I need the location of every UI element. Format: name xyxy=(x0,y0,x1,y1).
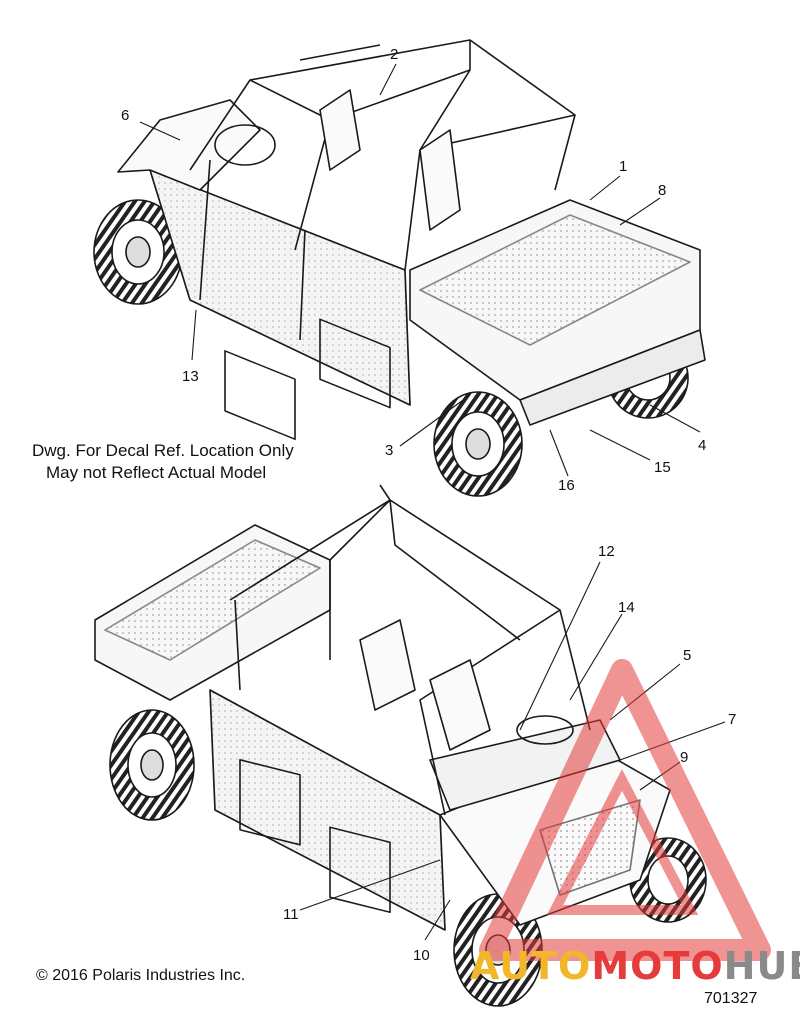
callout-10: 10 xyxy=(413,947,430,964)
leader-7 xyxy=(619,721,726,761)
leader-8 xyxy=(619,197,661,226)
leader-6 xyxy=(139,121,181,141)
leader-11 xyxy=(299,859,441,911)
reference-note: Dwg. For Decal Ref. Location Only May no… xyxy=(32,440,294,484)
callout-4: 4 xyxy=(698,437,707,454)
leader-12 xyxy=(519,561,601,731)
callout-14: 14 xyxy=(618,599,635,616)
copyright-text: © 2016 Polaris Industries Inc. xyxy=(36,967,246,984)
callout-9: 9 xyxy=(680,749,689,766)
leader-14 xyxy=(569,613,623,701)
callout-11: 11 xyxy=(283,906,299,923)
leader-2 xyxy=(379,63,397,96)
callout-3: 3 xyxy=(385,442,394,459)
callout-6: 6 xyxy=(121,107,130,124)
bottom-vehicle xyxy=(94,484,707,1007)
watermark-hub: HUB xyxy=(723,944,800,988)
watermark-logo-triangle xyxy=(479,659,771,961)
leader-4 xyxy=(649,404,701,433)
callout-12: 12 xyxy=(598,543,615,560)
callout-13: 13 xyxy=(182,368,199,385)
watermark-logo-text: AUTOMOTOHUB xyxy=(470,944,800,988)
top-rear-left-wheel xyxy=(433,391,523,497)
leader-10 xyxy=(424,899,451,941)
callout-8: 8 xyxy=(658,182,667,199)
leader-1 xyxy=(589,175,621,201)
watermark-auto: AUTO xyxy=(470,944,592,988)
watermark-moto: MOTO xyxy=(591,944,724,988)
drawing-number: 701327 xyxy=(704,990,758,1007)
note-line-2: May not Reflect Actual Model xyxy=(46,463,267,482)
leader-15 xyxy=(589,429,651,461)
callout-2: 2 xyxy=(390,46,399,63)
callout-5: 5 xyxy=(683,647,692,664)
callout-16: 16 xyxy=(558,477,575,494)
top-vehicle xyxy=(93,39,706,497)
leader-16 xyxy=(549,429,569,477)
note-line-1: Dwg. For Decal Ref. Location Only xyxy=(32,441,294,460)
callout-7: 7 xyxy=(728,711,737,728)
leader-3 xyxy=(399,394,471,447)
callout-1: 1 xyxy=(619,158,628,175)
top-front-left-wheel xyxy=(93,199,183,305)
leader-13 xyxy=(191,309,197,361)
callout-15: 15 xyxy=(654,459,671,476)
bottom-rear-left-wheel xyxy=(109,709,195,821)
